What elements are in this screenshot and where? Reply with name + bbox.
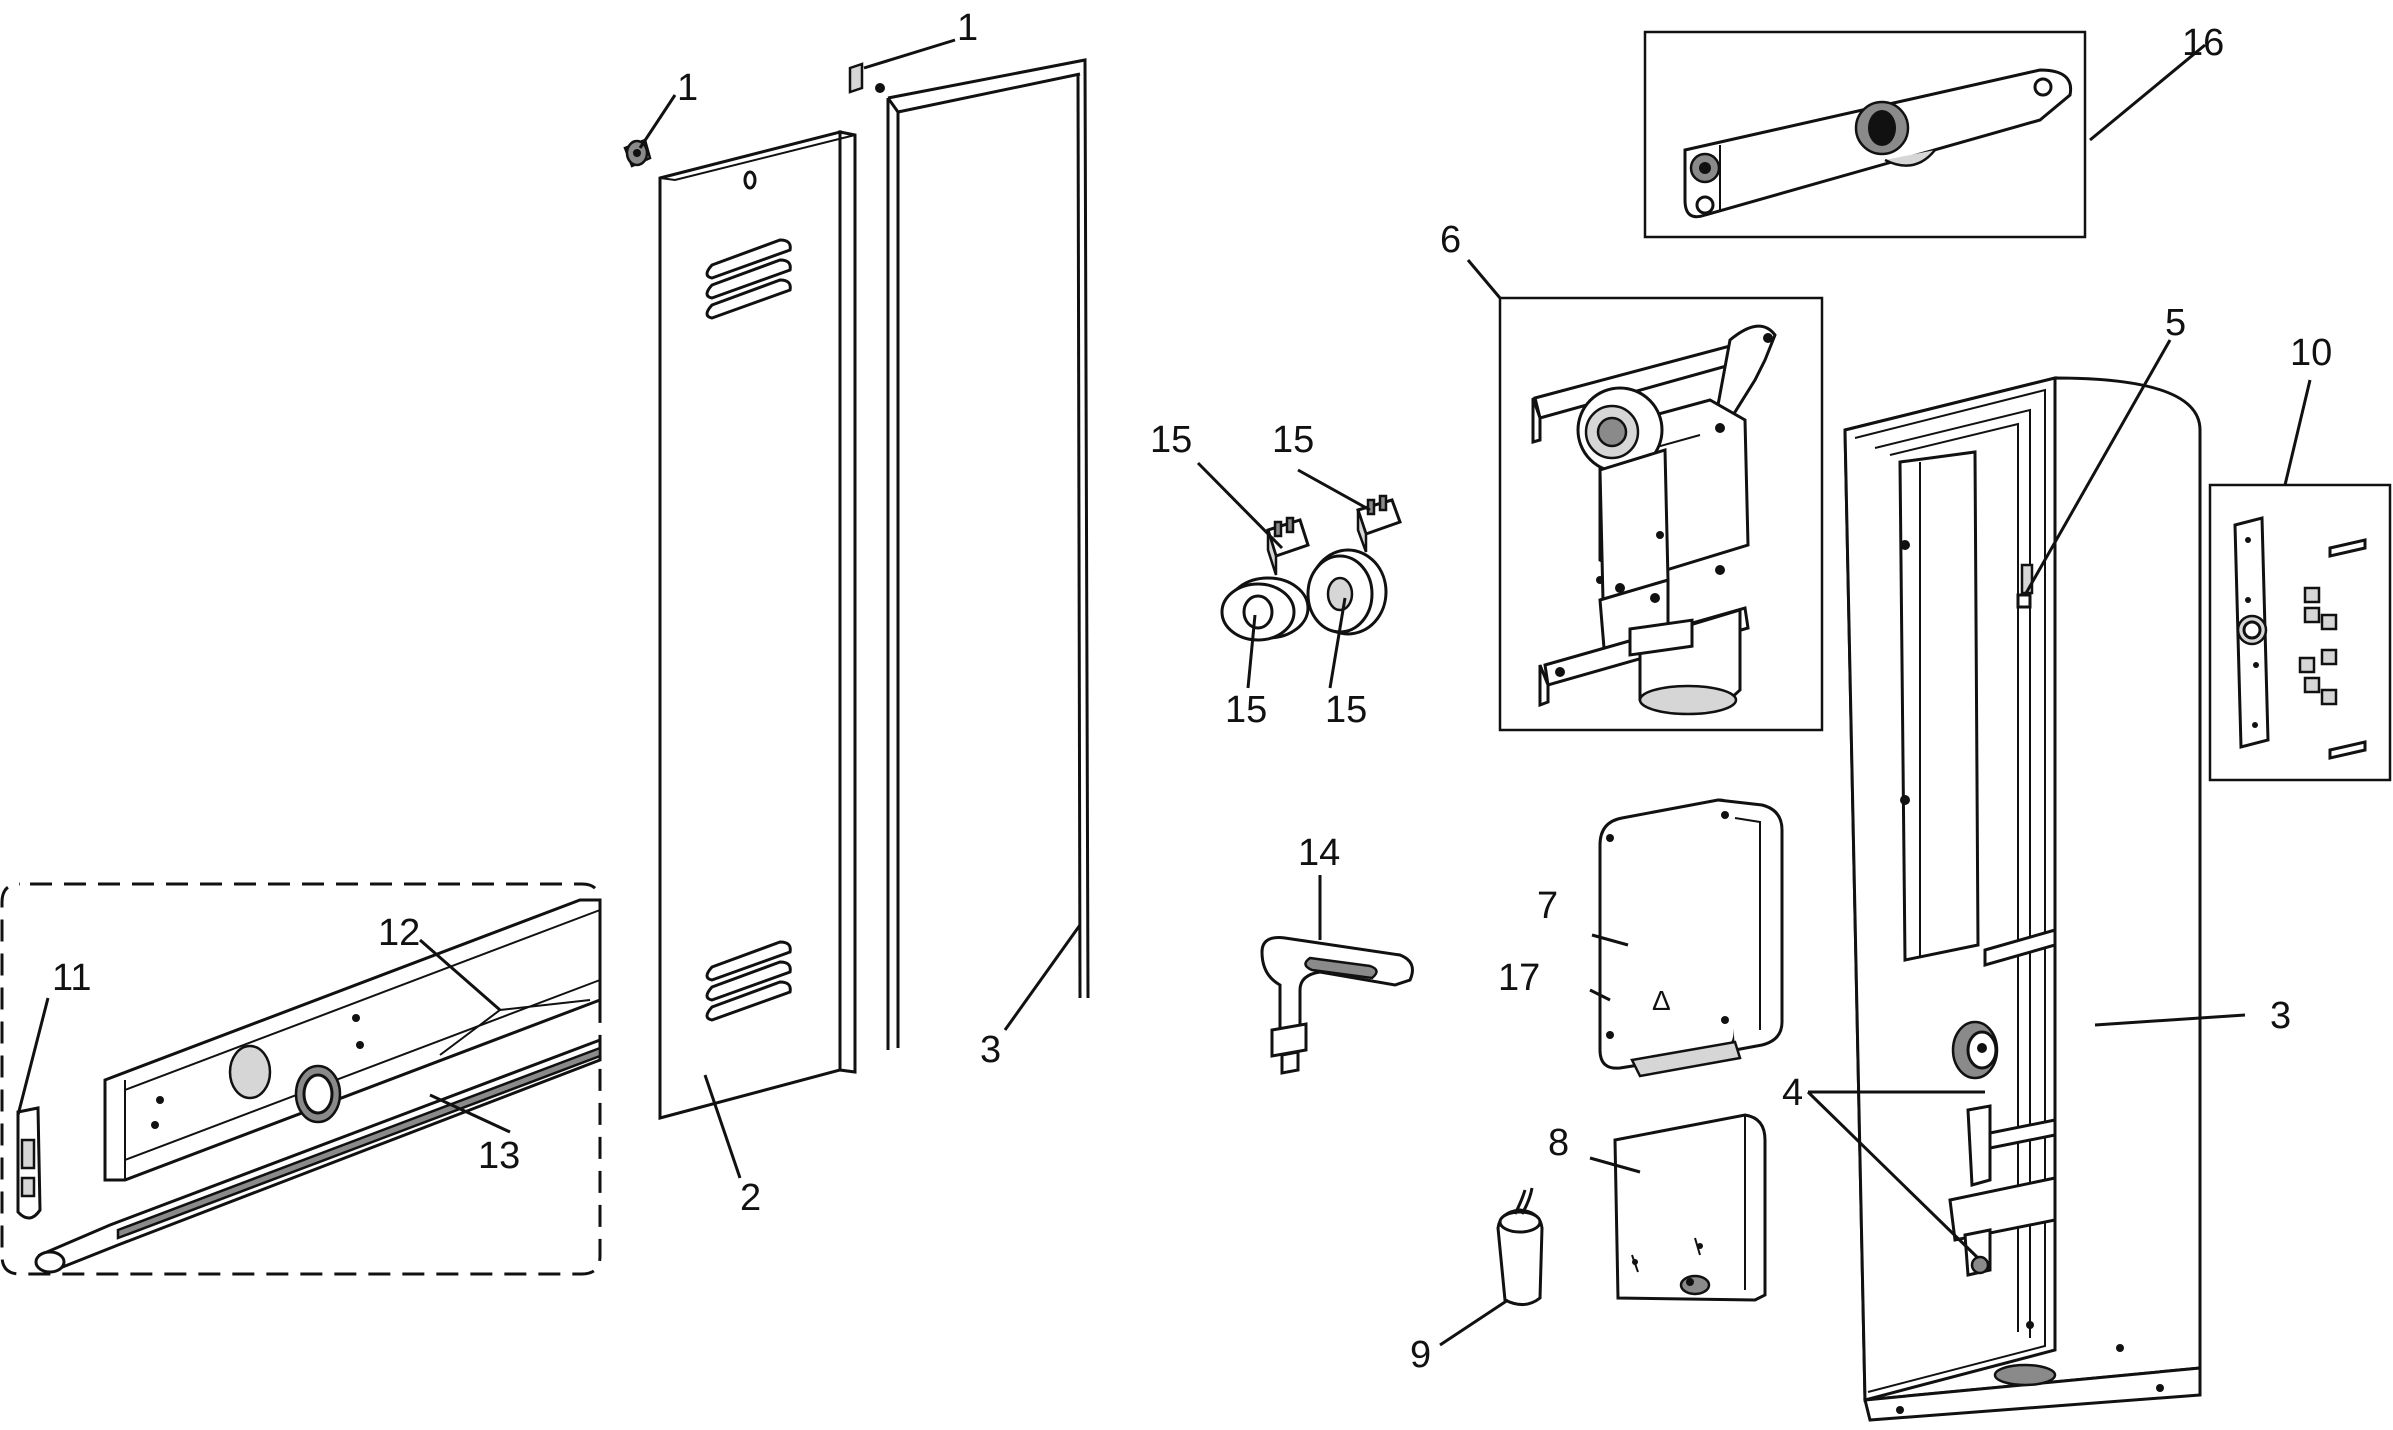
callout-15-top-left: 15 xyxy=(1150,419,1192,461)
callout-15-top-right: 15 xyxy=(1272,419,1314,461)
callout-2: 2 xyxy=(740,1177,761,1219)
end-cap-part-11 xyxy=(16,1106,42,1220)
callout-14: 14 xyxy=(1298,832,1340,874)
door-panel-part-2 xyxy=(658,130,857,1120)
cover-part-8 xyxy=(1613,1113,1767,1302)
barrier-cabinet-part-3 xyxy=(1843,376,2202,1422)
rack-rod-part-13 xyxy=(34,1037,602,1274)
cam-part-15-d xyxy=(1306,548,1388,636)
callout-10: 10 xyxy=(2290,332,2332,374)
rail-profile-part-12 xyxy=(103,898,602,1182)
limit-switch-part-15-b xyxy=(1356,494,1402,553)
callout-13: 13 xyxy=(478,1135,520,1177)
callout-17: 17 xyxy=(1498,957,1540,999)
callout-3-right: 3 xyxy=(2270,995,2291,1037)
callout-15-bottom-left: 15 xyxy=(1225,689,1267,731)
callout-11: 11 xyxy=(52,957,91,999)
warning-symbol: Δ xyxy=(1652,985,1671,1016)
capacitor-part-9 xyxy=(1496,1187,1544,1306)
callout-7: 7 xyxy=(1537,885,1558,927)
callout-16: 16 xyxy=(2182,22,2224,64)
callout-6: 6 xyxy=(1440,219,1461,261)
callout-labels: 1 1 2 3 3 4 5 6 7 8 9 10 11 12 13 14 15 … xyxy=(52,7,2332,1376)
callout-5: 5 xyxy=(2165,302,2186,344)
mounting-plate-box-part-10 xyxy=(2208,483,2392,782)
screw-part-1-left xyxy=(623,138,652,168)
arm-detail-box-part-16 xyxy=(1643,30,2087,239)
callout-4: 4 xyxy=(1782,1072,1803,1114)
gearmotor-detail-box-part-6 xyxy=(1498,296,1824,732)
clip-part-1-right xyxy=(848,62,885,94)
leader-lines xyxy=(16,38,2312,1347)
cam-part-15-c xyxy=(1220,576,1310,642)
callout-9: 9 xyxy=(1410,1334,1431,1376)
callout-8: 8 xyxy=(1548,1122,1569,1164)
release-handle-part-14 xyxy=(1260,936,1414,1075)
callout-1-left: 1 xyxy=(677,67,698,109)
detail-inset-rail xyxy=(0,882,602,1276)
callout-12: 12 xyxy=(378,912,420,954)
callout-1-right: 1 xyxy=(957,7,978,49)
callout-15-bottom-right: 15 xyxy=(1325,689,1367,731)
limit-switch-part-15-a xyxy=(1266,516,1310,576)
callout-3-left: 3 xyxy=(980,1029,1001,1071)
control-box-part-7: Δ xyxy=(1598,618,1784,1078)
gasket-frame-part-3 xyxy=(886,58,1090,1050)
